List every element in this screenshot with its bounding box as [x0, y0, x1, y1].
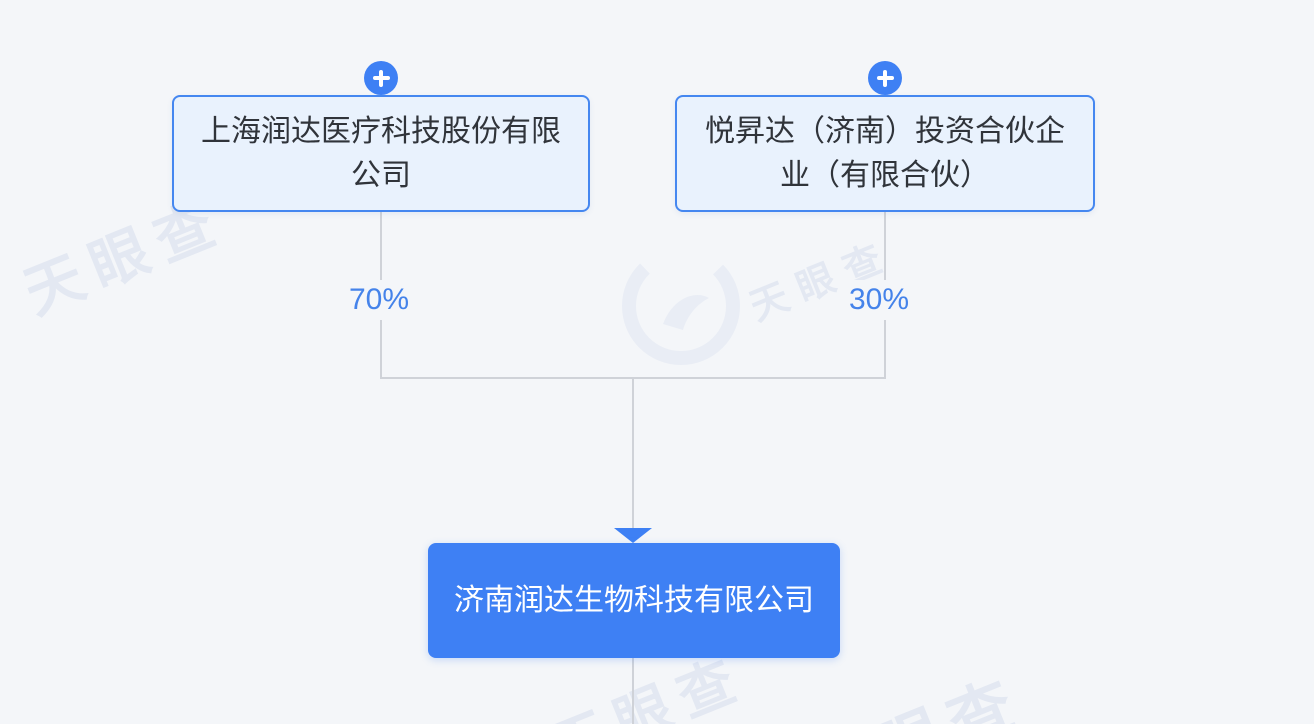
- expand-parent2-button plus-icon[interactable]: [868, 61, 902, 95]
- arrow-down-icon: [614, 528, 652, 543]
- expand-parent1-button plus-icon[interactable]: [364, 61, 398, 95]
- edge-merge-down: [632, 377, 634, 528]
- watermark-text: 天眼查: [791, 651, 1037, 724]
- plus-icon-bar: [379, 69, 383, 87]
- node-child-company[interactable]: 济南润达生物科技有限公司: [428, 543, 840, 658]
- watermark-logo-icon: [621, 246, 741, 366]
- share-label-parent2: 30%: [838, 280, 920, 320]
- child-company-name: 济南润达生物科技有限公司: [454, 583, 814, 617]
- node-parent-company-1[interactable]: 上海润达医疗科技股份有限公司: [172, 95, 590, 212]
- parent-company-1-name: 上海润达医疗科技股份有限公司: [201, 114, 561, 192]
- share-label-parent1: 70%: [338, 280, 420, 320]
- parent-company-2-name: 悦昇达（济南）投资合伙企业（有限合伙）: [705, 114, 1065, 192]
- node-parent-company-2[interactable]: 悦昇达（济南）投资合伙企业（有限合伙）: [675, 95, 1095, 212]
- plus-icon-bar: [883, 69, 887, 87]
- edge-child-down: [632, 658, 634, 724]
